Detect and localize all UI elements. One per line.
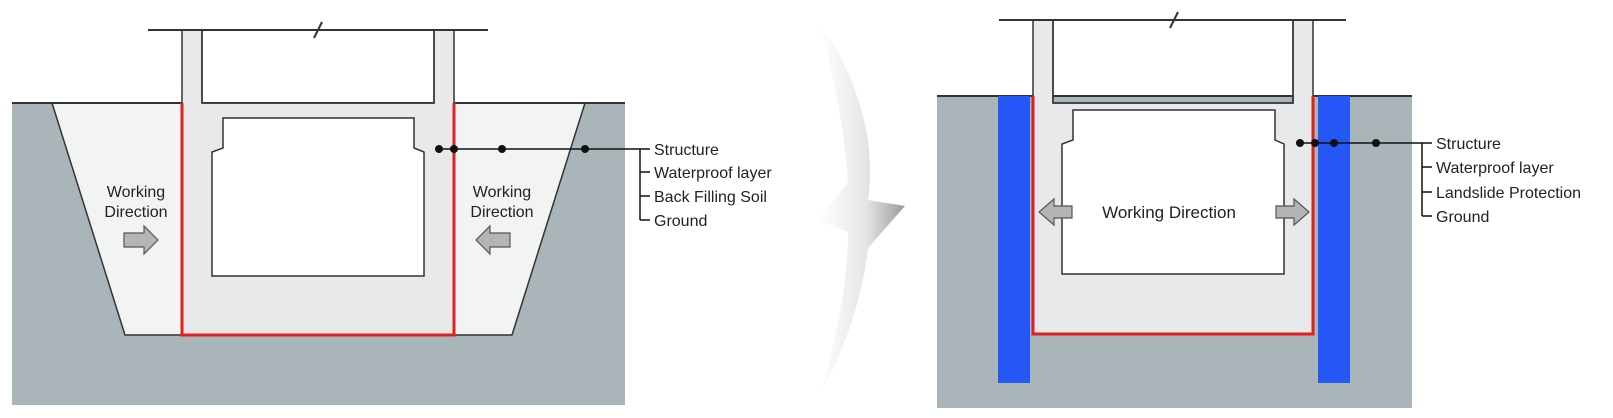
left-arrow-left-icon [475, 224, 511, 256]
left-ground [12, 103, 625, 405]
left-arrow-right-icon [123, 224, 159, 256]
right-dot-waterproof [1311, 139, 1319, 147]
left-dot-ground [581, 145, 589, 153]
left-dot-waterproof [450, 145, 458, 153]
left-break-mark [313, 21, 323, 39]
left-dot-structure [435, 145, 443, 153]
left-diagram: Working Direction Working Direction Stru… [12, 21, 772, 405]
left-working-label-1b: Direction [104, 204, 167, 221]
right-legend-ground: Ground [1436, 209, 1489, 226]
left-dot-backfill [498, 145, 506, 153]
right-legend-landslide: Landslide Protection [1436, 185, 1581, 202]
right-legend-structure: Structure [1436, 136, 1501, 153]
right-dot-landslide [1330, 139, 1338, 147]
left-working-label-2b: Direction [470, 204, 533, 221]
left-legend-backfill: Back Filling Soil [654, 189, 767, 206]
right-inner-chamber [1061, 109, 1285, 275]
right-legend-waterproof: Waterproof layer [1436, 160, 1554, 177]
right-working-label: Working Direction [1102, 203, 1236, 222]
right-dot-ground [1372, 139, 1380, 147]
left-working-label-2a: Working [473, 184, 531, 201]
curved-arrow-icon [818, 20, 905, 395]
left-working-label-1a: Working [107, 184, 165, 201]
right-arrow-left-icon [1038, 197, 1073, 227]
left-waterproof-layer [180, 103, 456, 337]
right-arrow-right-icon [1275, 197, 1310, 227]
left-legend-ground: Ground [654, 213, 707, 230]
right-diagram: Working Direction Structure Waterproof l… [937, 11, 1581, 408]
left-inner-chamber [211, 117, 425, 277]
right-landslide-left [998, 96, 1030, 383]
left-legend-waterproof: Waterproof layer [654, 165, 772, 182]
left-legend-structure: Structure [654, 142, 719, 159]
right-break-mark [1169, 11, 1179, 29]
right-waterproof-layer [1031, 96, 1315, 336]
right-dot-structure [1296, 139, 1304, 147]
